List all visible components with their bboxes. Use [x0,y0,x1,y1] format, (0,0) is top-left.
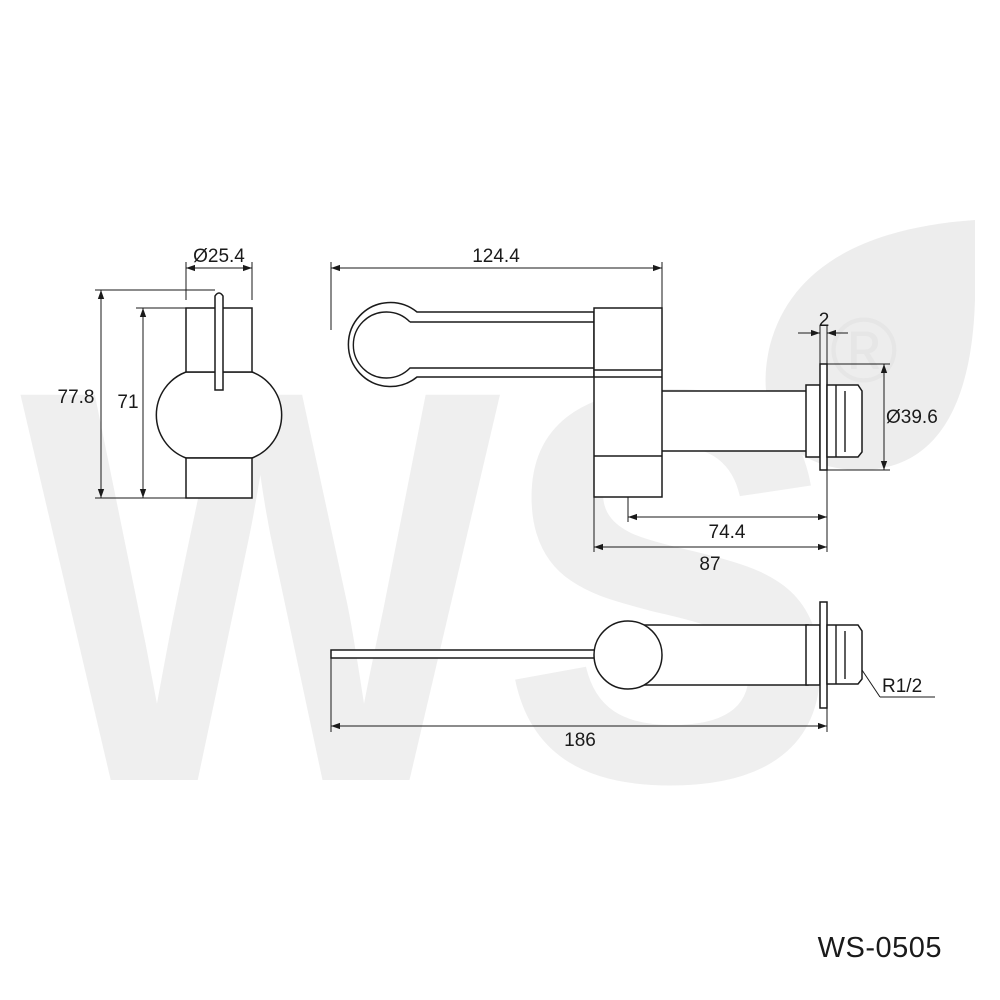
dim-label-side-total-height: 77.8 [58,387,95,408]
dim-label-side-width: Ø25.4 [193,246,245,267]
top-view-collar [805,624,821,686]
front-view-body [593,307,663,498]
front-view-lever-ring [347,301,595,388]
front-view-spout-tube [659,390,809,452]
dim-label-overall-depth: 87 [699,554,720,575]
dim-label-thread: R1/2 [882,676,922,697]
top-view-lever [330,649,599,659]
dim-label-side-body-height: 71 [117,392,138,413]
top-view-flange [819,601,828,709]
front-view-flange [819,363,828,471]
side-view-lever [214,292,224,391]
leader-thread [861,669,881,698]
model-code-label: WS-0505 [817,932,942,964]
dim-label-top-length: 124.4 [472,246,520,267]
front-view: 124.4 2 Ø39.6 74.4 87 [330,246,938,575]
dim-label-spout-reach: 74.4 [709,522,746,543]
watermark: WS ® [20,220,975,899]
top-view: R1/2 186 [330,601,935,751]
side-view: Ø25.4 77.8 71 [58,246,283,499]
dim-label-flange-diameter: Ø39.6 [886,407,938,428]
front-view-collar [805,384,821,458]
dim-label-flange-thickness: 2 [819,310,830,331]
top-view-round-handle [593,620,663,690]
dim-label-bottom-length: 186 [564,730,596,751]
side-view-lower-block [185,457,253,499]
